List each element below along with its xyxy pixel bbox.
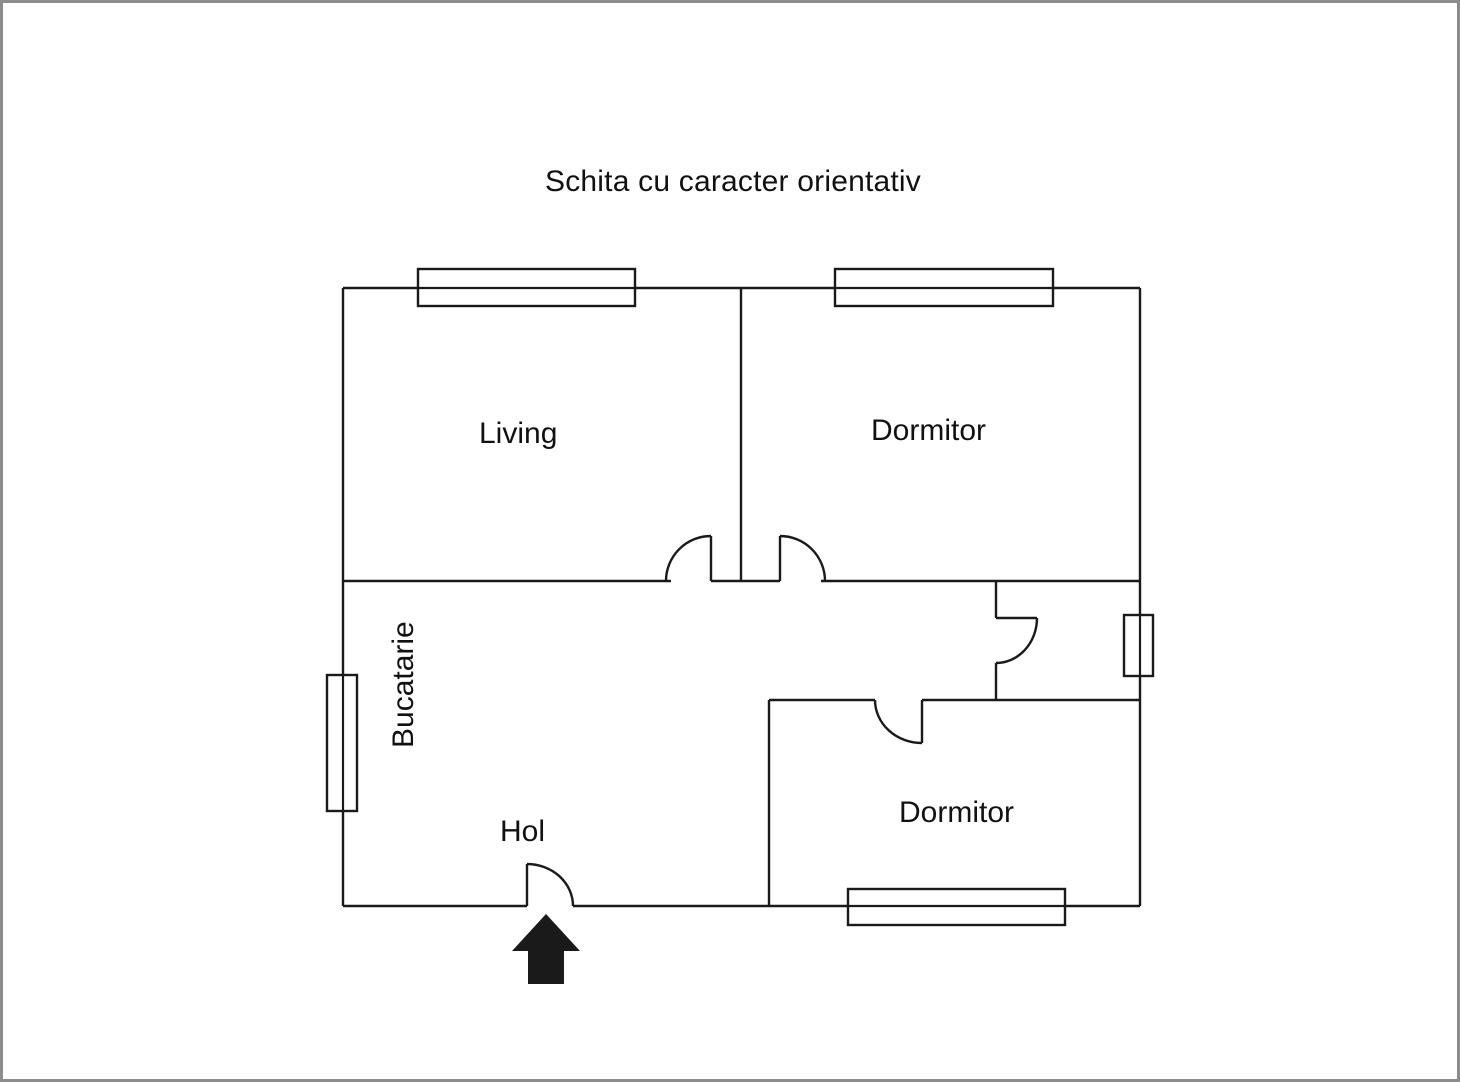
room-label-bucatarie: Bucatarie xyxy=(387,621,420,748)
door-bathroom-arc xyxy=(995,617,1039,665)
room-label-living: Living xyxy=(479,417,558,450)
room-label-dormitor-1: Dormitor xyxy=(871,414,987,447)
page-title: Schita cu caracter orientativ xyxy=(545,165,921,198)
floor-plan-drawing xyxy=(325,267,1155,984)
room-label-hol: Hol xyxy=(500,815,546,848)
room-label-dormitor-2: Dormitor xyxy=(899,796,1015,829)
entrance-arrow xyxy=(512,914,580,984)
door-entrance-arc xyxy=(526,862,575,907)
door-living-arc xyxy=(664,534,712,582)
door-dormitor-2-arc xyxy=(873,699,923,745)
window-right xyxy=(1122,613,1155,678)
door-dormitor-1-arc xyxy=(779,534,827,582)
